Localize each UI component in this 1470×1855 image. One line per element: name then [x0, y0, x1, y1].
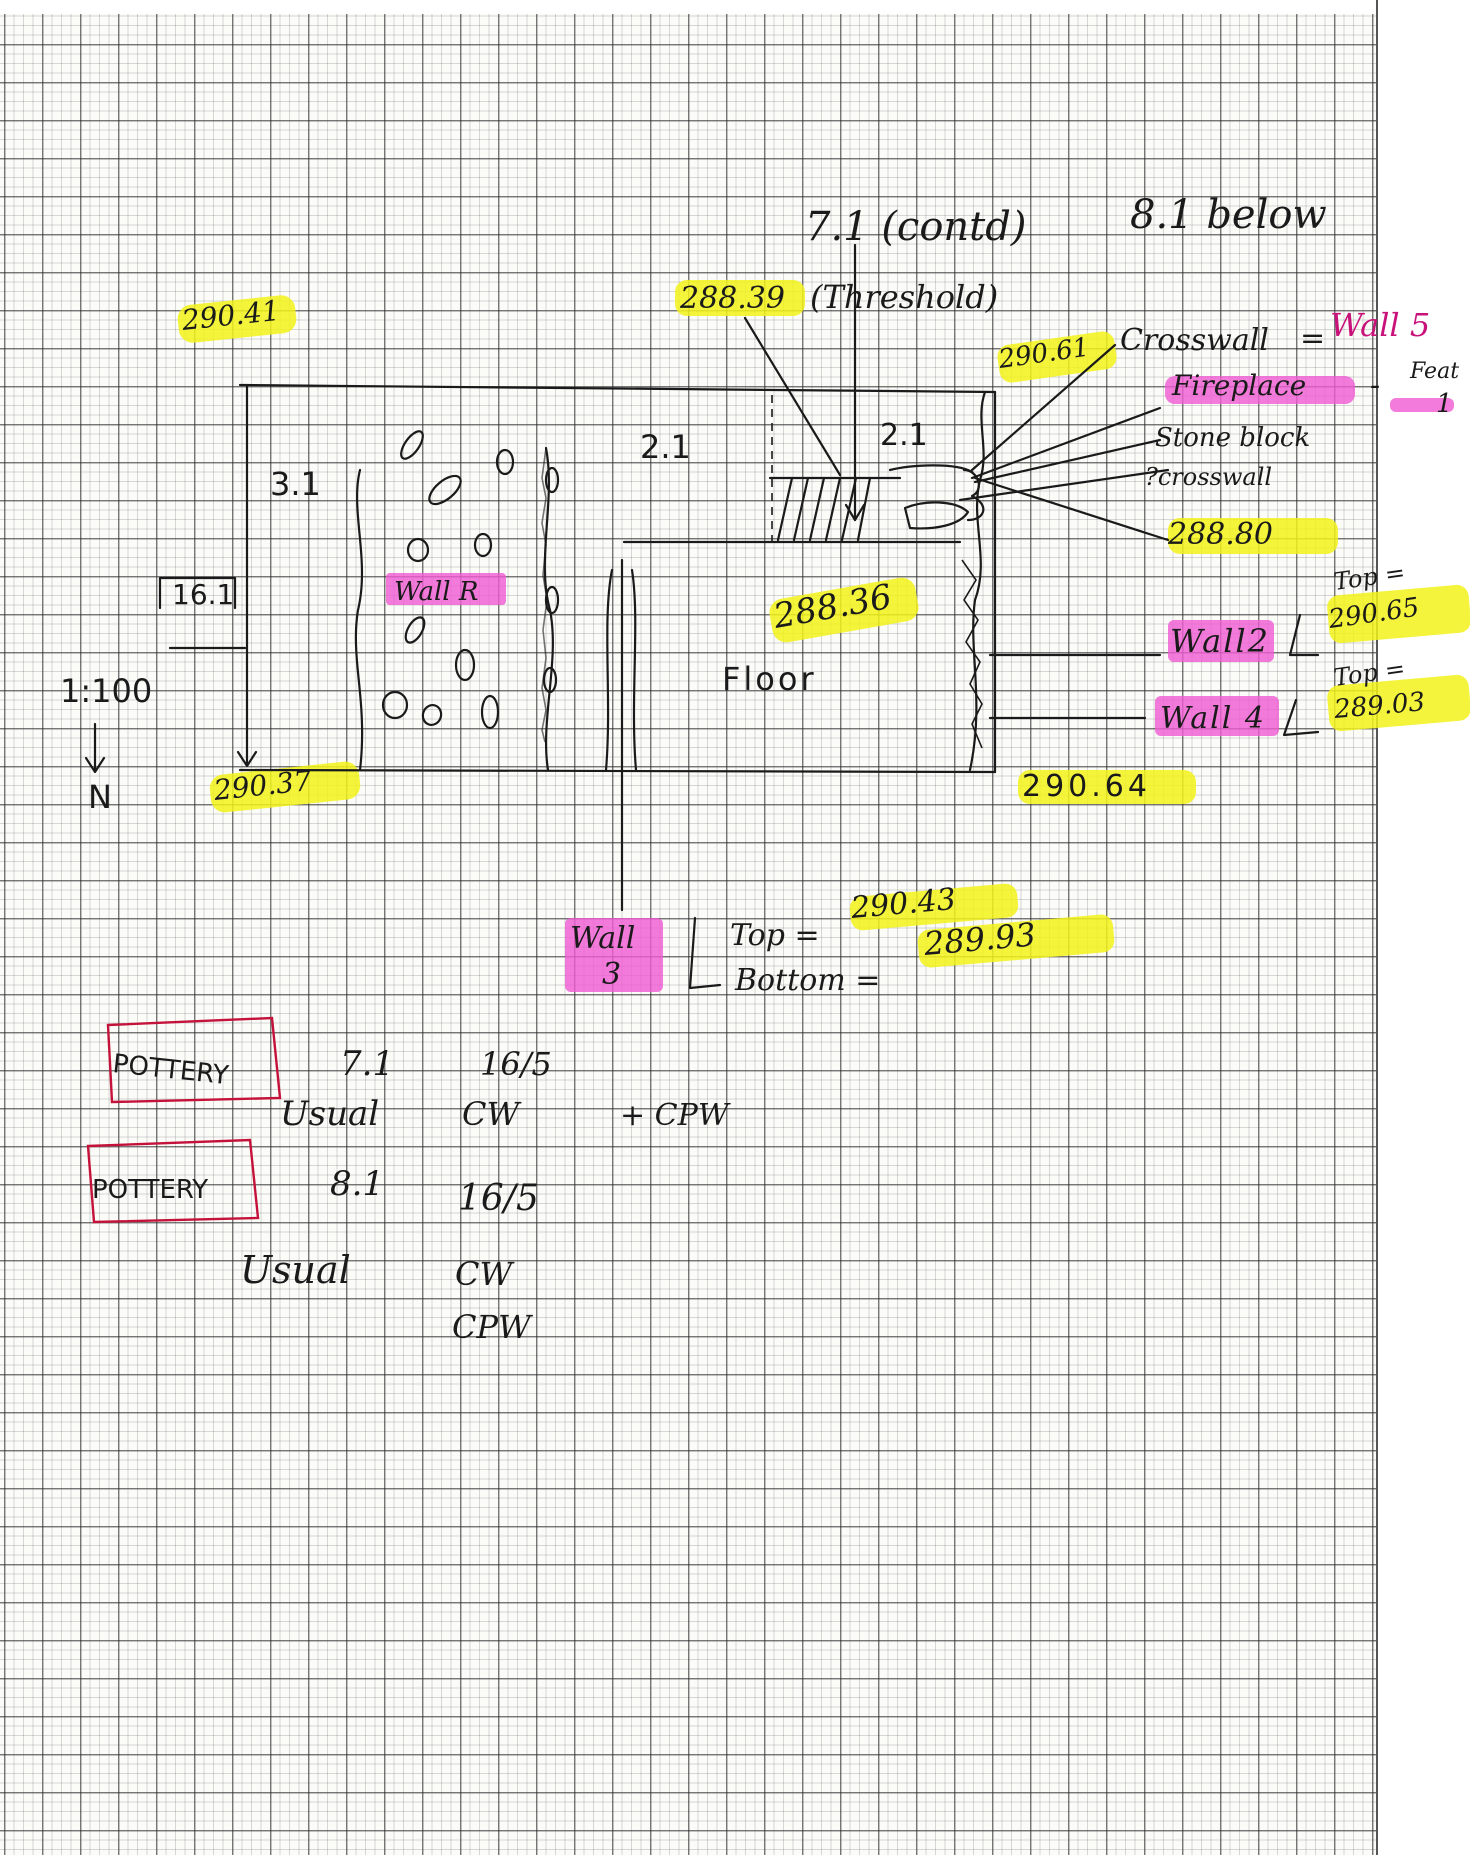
pottery-2-cw: CW — [455, 1255, 515, 1293]
context-16-1: 16.1 — [172, 578, 234, 611]
pottery-notes: POTTERY 7.1 16/5 Usual CW + CPW POTTERY … — [92, 1044, 731, 1346]
floor-label: Floor — [722, 660, 817, 698]
fireplace-level: 288.80 — [1167, 517, 1273, 552]
stone-block-label: Stone block — [1155, 423, 1310, 453]
wall-r-label: Wall R — [394, 577, 478, 607]
pottery-1-cpw: + CPW — [620, 1098, 731, 1133]
threshold-label: (Threshold) — [810, 278, 998, 316]
context-3-1: 3.1 — [270, 465, 321, 503]
feature-number: 1 — [1436, 389, 1453, 419]
se-corner-level: 290.64 — [1022, 769, 1151, 804]
fireplace-label: Fireplace — [1171, 369, 1306, 402]
pottery-1-date: 16/5 — [480, 1045, 552, 1083]
pottery-2-context: 8.1 — [330, 1164, 384, 1204]
wall2-label: Wall2 — [1170, 622, 1270, 660]
annotations: 7.1 (contd) 8.1 below 288.39 (Threshold)… — [60, 192, 1459, 998]
context-contd-label: 7.1 (contd) — [805, 204, 1026, 250]
north-label: N — [88, 778, 112, 816]
pottery-2-usual: Usual — [240, 1248, 351, 1292]
wall5-label: Wall 5 — [1330, 306, 1430, 344]
page-top-margin — [0, 0, 1376, 14]
feature-label: Feat — [1409, 359, 1459, 384]
trench-plan — [84, 243, 1320, 1224]
highlights — [177, 280, 1470, 992]
pottery-2-label: POTTERY — [92, 1175, 208, 1205]
wall3-number: 3 — [602, 957, 621, 992]
feature-dash: - — [1370, 368, 1380, 403]
crosswall-label: Crosswall — [1120, 323, 1269, 358]
wall3-top-label: Top = — [730, 918, 820, 953]
q-crosswall-label: ?crosswall — [1145, 463, 1272, 491]
wall3-label: Wall — [570, 921, 635, 956]
pottery-2-date: 16/5 — [458, 1178, 539, 1219]
wall4-label: Wall 4 — [1160, 701, 1266, 736]
crosswall-equals: = — [1300, 321, 1325, 356]
below-label: 8.1 below — [1130, 192, 1327, 238]
context-2-1-a: 2.1 — [640, 428, 691, 466]
context-2-1-b: 2.1 — [880, 418, 928, 453]
pottery-1-usual: Usual — [280, 1094, 379, 1134]
pottery-1-context: 7.1 — [340, 1044, 394, 1084]
threshold-level: 288.39 — [679, 281, 785, 316]
pottery-1-label: POTTERY — [111, 1049, 230, 1091]
pottery-1-cw: CW — [462, 1095, 522, 1133]
wall3-bottom-label: Bottom = — [734, 963, 880, 998]
scale-label: 1:100 — [60, 672, 152, 710]
pottery-2-cpw: CPW — [452, 1308, 534, 1346]
